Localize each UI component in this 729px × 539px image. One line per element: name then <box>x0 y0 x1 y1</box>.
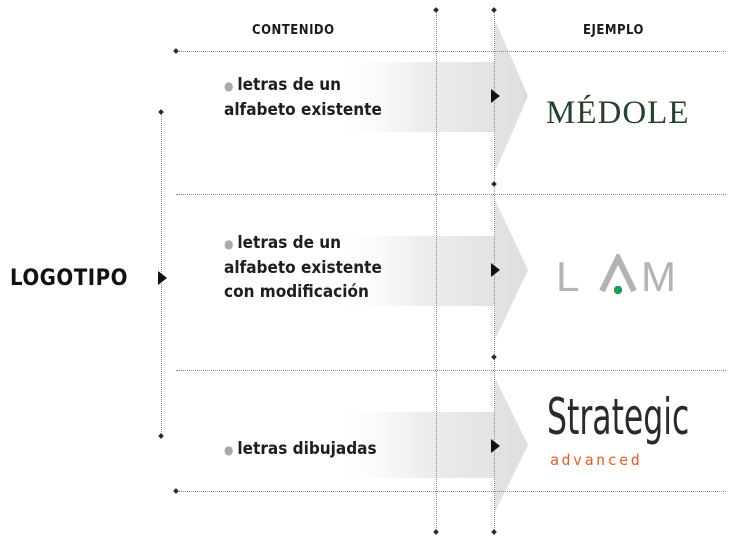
lam-letter-l: L <box>556 254 579 298</box>
row1-line1: letras de un <box>237 75 342 95</box>
medole-logo: MÉDOLE <box>546 95 690 131</box>
row3-content: ●letras dibujadas <box>224 437 377 462</box>
row1-pointer-icon <box>491 89 500 103</box>
lam-letter-a <box>599 254 637 293</box>
bottom-guide <box>176 491 726 492</box>
row-divider-2 <box>176 370 726 371</box>
row2-content: ●letras de un alfabeto existente con mod… <box>224 231 382 304</box>
logotipo-pointer-icon <box>158 271 167 285</box>
row2-pointer-icon <box>491 263 500 277</box>
bullet-icon: ● <box>224 237 234 251</box>
lam-dot <box>613 285 623 295</box>
row1-line2: alfabeto existente <box>224 100 382 120</box>
row1-content: ●letras de un alfabeto existente <box>224 73 382 122</box>
row2-line3: con modificación <box>224 282 369 302</box>
ejemplo-header: EJEMPLO <box>583 23 644 38</box>
row2-arrow-band <box>330 200 528 340</box>
row2-line1: letras de un <box>237 233 342 253</box>
row3-line1: letras dibujadas <box>237 439 377 459</box>
lam-letter-m: M <box>641 254 676 298</box>
mid-guide-line <box>436 8 437 532</box>
lam-logo: L A M <box>556 254 676 298</box>
top-guide <box>176 51 726 52</box>
strategic-logo: Strategic <box>547 388 690 446</box>
row-divider-1 <box>176 194 726 195</box>
bullet-icon: ● <box>224 79 234 93</box>
contenido-header: CONTENIDO <box>252 23 335 38</box>
row3-arrow-band <box>330 378 528 512</box>
row2-line2: alfabeto existente <box>224 258 382 278</box>
advanced-logo-subtext: advanced <box>550 451 643 469</box>
logotipo-label: LOGOTIPO <box>10 266 128 291</box>
row1-arrow-band <box>330 20 528 172</box>
bullet-icon: ● <box>224 443 234 457</box>
row3-pointer-icon <box>491 439 500 453</box>
